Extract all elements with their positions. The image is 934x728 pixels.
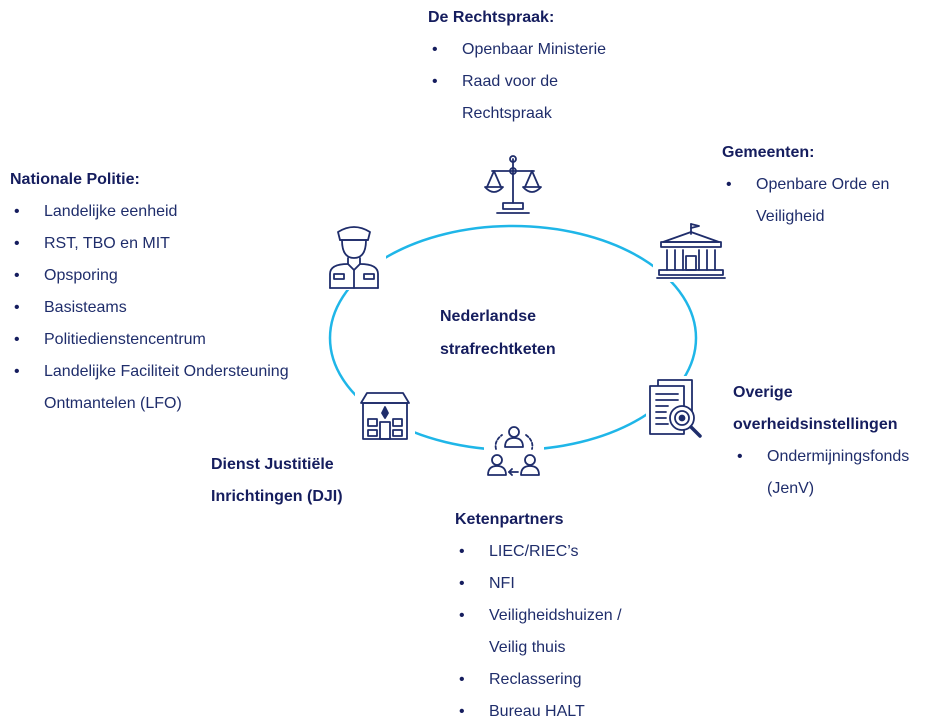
list-item: Opsporing (10, 260, 289, 292)
list-item-text: Veilig thuis (489, 639, 566, 656)
dji-group: Dienst Justitiële Inrichtingen (DJI) (211, 449, 343, 513)
list-item: Reclassering (455, 664, 622, 696)
list-item-text: Basisteams (44, 299, 127, 316)
center-label-line2: strafrechtketen (440, 341, 556, 358)
politie-list: Landelijke eenheid RST, TBO en MIT Opspo… (10, 196, 289, 420)
list-item-text: Openbare Orde en (756, 176, 890, 193)
list-item: Bureau HALT (455, 696, 622, 728)
city-hall-icon (653, 218, 729, 282)
list-item-text: Veiligheidshuizen / (489, 607, 622, 624)
list-item: Ondermijningsfonds (JenV) (733, 441, 909, 505)
list-item-text: Rechtspraak (462, 105, 552, 122)
list-item-text: Landelijke eenheid (44, 203, 178, 220)
ketenpartners-title: Ketenpartners (455, 511, 564, 528)
list-item-text: Reclassering (489, 671, 582, 688)
document-search-icon (646, 376, 708, 442)
list-item: Raad voor de Rechtspraak (428, 66, 606, 130)
police-officer-icon (322, 218, 386, 290)
politie-title: Nationale Politie: (10, 171, 140, 188)
list-item: Politiedienstencentrum (10, 324, 289, 356)
list-item-text: NFI (489, 575, 515, 592)
list-item: Veiligheidshuizen / Veilig thuis (455, 600, 622, 664)
politie-group: Nationale Politie: Landelijke eenheid RS… (10, 164, 289, 420)
list-item: LIEC/RIEC’s (455, 536, 622, 568)
list-item-text: Opsporing (44, 267, 118, 284)
overige-group: Overige overheidsinstellingen Ondermijni… (733, 377, 909, 505)
rechtspraak-title: De Rechtspraak: (428, 9, 555, 26)
gemeenten-list: Openbare Orde en Veiligheid (722, 169, 889, 233)
ketenpartners-list: LIEC/RIEC’s NFI Veiligheidshuizen / Veil… (455, 536, 622, 728)
list-item-text: Ondermijningsfonds (767, 448, 910, 465)
people-cycle-icon (484, 421, 544, 481)
dji-title-line1: Dienst Justitiële (211, 456, 334, 473)
rechtspraak-group: De Rechtspraak: Openbaar Ministerie Raad… (428, 2, 606, 130)
overige-title-line2: overheidsinstellingen (733, 416, 898, 433)
list-item-text: (JenV) (767, 480, 815, 497)
list-item: Basisteams (10, 292, 289, 324)
dji-title-line2: Inrichtingen (DJI) (211, 488, 343, 505)
rechtspraak-list: Openbaar Ministerie Raad voor de Rechtsp… (428, 34, 606, 130)
list-item-text: Landelijke Faciliteit Ondersteuning (44, 363, 289, 380)
list-item-text: Openbaar Ministerie (462, 41, 607, 58)
list-item-text: Ontmantelen (LFO) (44, 395, 182, 412)
police-station-icon (355, 385, 415, 445)
list-item-text: RST, TBO en MIT (44, 235, 170, 252)
list-item: Landelijke Faciliteit Ondersteuning Ontm… (10, 356, 289, 420)
overige-list: Ondermijningsfonds (JenV) (733, 441, 909, 505)
list-item-text: Bureau HALT (489, 703, 585, 720)
center-label-line1: Nederlandse (440, 308, 537, 325)
list-item: Openbaar Ministerie (428, 34, 606, 66)
center-label: Nederlandse strafrechtketen (440, 300, 600, 366)
list-item: Openbare Orde en Veiligheid (722, 169, 889, 233)
scales-icon (480, 153, 544, 217)
list-item-text: Raad voor de (462, 73, 559, 90)
list-item-text: LIEC/RIEC’s (489, 543, 579, 560)
gemeenten-group: Gemeenten: Openbare Orde en Veiligheid (722, 137, 889, 233)
ketenpartners-group: Ketenpartners LIEC/RIEC’s NFI Veiligheid… (455, 504, 622, 728)
list-item-text: Politiedienstencentrum (44, 331, 206, 348)
list-item-text: Veiligheid (756, 208, 825, 225)
list-item: NFI (455, 568, 622, 600)
overige-title-line1: Overige (733, 384, 793, 401)
gemeenten-title: Gemeenten: (722, 144, 815, 161)
list-item: Landelijke eenheid (10, 196, 289, 228)
list-item: RST, TBO en MIT (10, 228, 289, 260)
